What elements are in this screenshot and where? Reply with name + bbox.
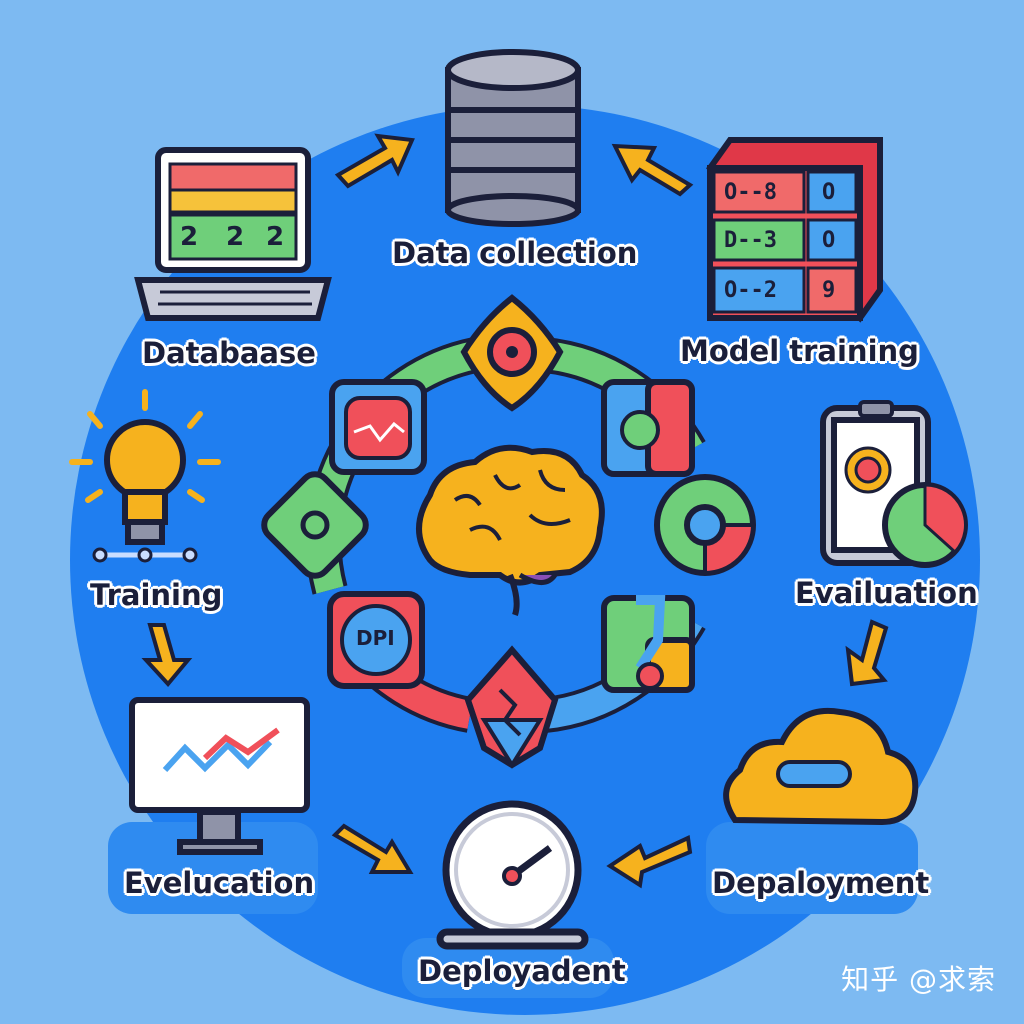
lightbulb-icon	[69, 389, 221, 563]
laptop-cell-1: 2	[180, 222, 199, 252]
label-evaluation: Evailuation	[795, 576, 978, 610]
tablet-chart-icon	[820, 400, 968, 568]
dpi-badge-text: DPI	[356, 626, 395, 650]
arrow-right-icon	[331, 823, 414, 874]
laptop-cell-3: 2	[266, 222, 285, 252]
dpi-badge-icon	[327, 591, 425, 689]
monitor-chart-icon	[108, 697, 318, 914]
flow-arrow-icons	[141, 133, 889, 889]
label-depaloyment: Depaloyment	[712, 866, 930, 900]
sheet-cell-4: O	[822, 228, 836, 253]
database-cylinder-icon	[445, 49, 581, 227]
sheet-cell-6: 9	[822, 278, 836, 303]
label-data-collection: Data collection	[392, 236, 638, 270]
sheet-cell-2: O	[822, 180, 836, 205]
label-model-training: Model training	[680, 334, 919, 368]
label-deployadent: Deployadent	[418, 954, 626, 988]
sheet-cell-1: O--8	[724, 180, 777, 205]
map-card-icon	[329, 379, 427, 475]
watermark: 知乎 @求索	[841, 963, 996, 996]
label-database: Databaase	[142, 336, 316, 370]
cloud-icon	[706, 707, 919, 914]
network-node-icon	[654, 474, 756, 576]
arrow-left-icon	[606, 835, 693, 889]
label-evelucation: Evelucation	[124, 866, 315, 900]
arrow-down-icon	[141, 623, 193, 688]
spreadsheet-block-icon	[706, 137, 883, 323]
sheet-cell-5: O--2	[724, 278, 777, 303]
laptop-icon	[134, 147, 332, 321]
gear-puzzle-icon	[601, 379, 695, 477]
cracked-shield-icon	[464, 645, 559, 769]
diamond-node-icon	[261, 471, 369, 579]
puzzle-block-icon	[601, 595, 695, 693]
label-training: Training	[90, 578, 223, 612]
brain-icon	[416, 444, 605, 616]
arrow-left-icon	[611, 143, 694, 197]
arrow-right-icon	[334, 133, 415, 189]
clock-icon	[402, 800, 614, 998]
target-node-icon	[460, 294, 564, 412]
arrow-down-icon	[845, 619, 889, 687]
laptop-cell-2: 2	[226, 222, 245, 252]
sheet-cell-3: D--3	[724, 228, 777, 253]
